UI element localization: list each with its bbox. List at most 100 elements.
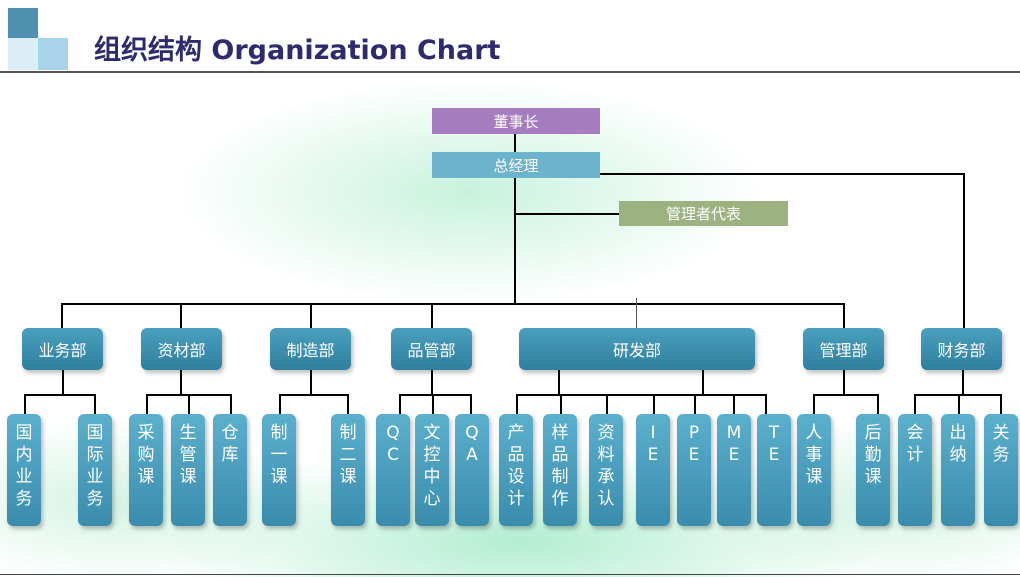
general-manager-box: 总经理 [432, 152, 600, 178]
unit-char: A [466, 445, 478, 465]
unit-char: 采 [137, 423, 155, 443]
unit-char: Q [386, 423, 400, 443]
chairman-label: 董事长 [493, 112, 539, 131]
unit-char: M [726, 423, 742, 443]
unit-manufacturing-1: 制一课 [262, 414, 296, 526]
connector [636, 298, 637, 328]
dept-label: 制造部 [286, 341, 335, 360]
unit-char: 国 [86, 423, 104, 443]
unit-document-control: 文控中心 [415, 414, 449, 526]
unit-char: 人 [805, 423, 823, 443]
unit-char: 务 [15, 489, 33, 509]
unit-char: E [728, 445, 740, 465]
connector [470, 394, 472, 414]
unit-manufacturing-2: 制二课 [331, 414, 365, 526]
unit-sample-making: 样品制作 [543, 414, 577, 526]
unit-char: 业 [15, 467, 33, 487]
connector [431, 303, 433, 329]
unit-char: 课 [805, 467, 823, 487]
dept-administration: 管理部 [803, 328, 884, 370]
connector [733, 394, 735, 414]
unit-product-design: 产品设计 [499, 414, 533, 526]
unit-warehouse: 仓库 [213, 414, 247, 526]
unit-char: 控 [423, 445, 441, 465]
dept-label: 品管部 [407, 341, 456, 360]
unit-char: 课 [864, 467, 882, 487]
decor-square [8, 8, 38, 38]
unit-char: E [768, 445, 780, 465]
unit-char: 业 [86, 467, 104, 487]
unit-char: 心 [423, 489, 441, 509]
connector [958, 394, 960, 414]
connector [516, 394, 518, 414]
connector [279, 394, 281, 414]
unit-char: E [688, 445, 700, 465]
unit-domestic-sales: 国内业务 [7, 414, 41, 526]
unit-char: 制 [551, 467, 569, 487]
unit-char: 产 [507, 423, 525, 443]
page-title: 组织结构 Organization Chart [94, 35, 501, 66]
connector [962, 370, 964, 395]
title-divider [0, 71, 1020, 73]
unit-char: 内 [15, 445, 33, 465]
dept-materials: 资材部 [141, 328, 222, 370]
connector [843, 303, 845, 329]
unit-char: 承 [597, 467, 615, 487]
connector [514, 213, 620, 215]
unit-char: 制 [270, 423, 288, 443]
unit-char: 际 [86, 445, 104, 465]
connector [877, 394, 879, 414]
bottom-divider [0, 574, 1020, 575]
dept-rnd: 研发部 [519, 328, 755, 370]
connector [279, 394, 349, 396]
unit-char: Q [465, 423, 479, 443]
general-manager-label: 总经理 [493, 156, 539, 175]
unit-char: E [647, 445, 659, 465]
unit-char: 课 [137, 467, 155, 487]
unit-char: 资 [597, 423, 615, 443]
unit-char: P [688, 423, 700, 443]
connector [914, 394, 916, 414]
connector [24, 394, 96, 396]
unit-international-sales: 国际业务 [78, 414, 112, 526]
unit-char: 纳 [949, 445, 967, 465]
connector [61, 303, 63, 329]
connector [180, 370, 182, 395]
connector [606, 394, 608, 414]
connector [230, 394, 232, 414]
connector [963, 173, 965, 329]
connector [62, 370, 64, 395]
unit-production-control: 生管课 [171, 414, 205, 526]
dept-sales: 业务部 [22, 328, 103, 370]
connector [813, 394, 879, 396]
unit-char: 事 [805, 445, 823, 465]
management-representative-label: 管理者代表 [665, 205, 741, 223]
unit-char: 仓 [221, 423, 239, 443]
connector [310, 303, 312, 329]
connector [94, 394, 96, 414]
unit-char: 作 [551, 489, 569, 509]
unit-char: C [387, 445, 399, 465]
decor-square [38, 38, 68, 70]
connector [765, 394, 767, 414]
unit-purchasing: 采购课 [129, 414, 163, 526]
connector [310, 370, 312, 395]
connector [653, 394, 655, 414]
chairman-box: 董事长 [432, 108, 600, 134]
management-representative-box: 管理者代表 [619, 201, 788, 226]
dept-quality: 品管部 [391, 328, 472, 370]
dept-label: 资材部 [157, 341, 206, 360]
unit-char: 文 [423, 423, 441, 443]
unit-char: 务 [86, 489, 104, 509]
unit-char: 国 [15, 423, 33, 443]
unit-char: 购 [137, 445, 155, 465]
unit-char: T [768, 423, 780, 443]
unit-char: 样 [551, 423, 569, 443]
unit-char: 生 [179, 423, 197, 443]
dept-label: 管理部 [819, 341, 868, 360]
unit-char: 管 [179, 445, 197, 465]
connector [24, 394, 26, 414]
